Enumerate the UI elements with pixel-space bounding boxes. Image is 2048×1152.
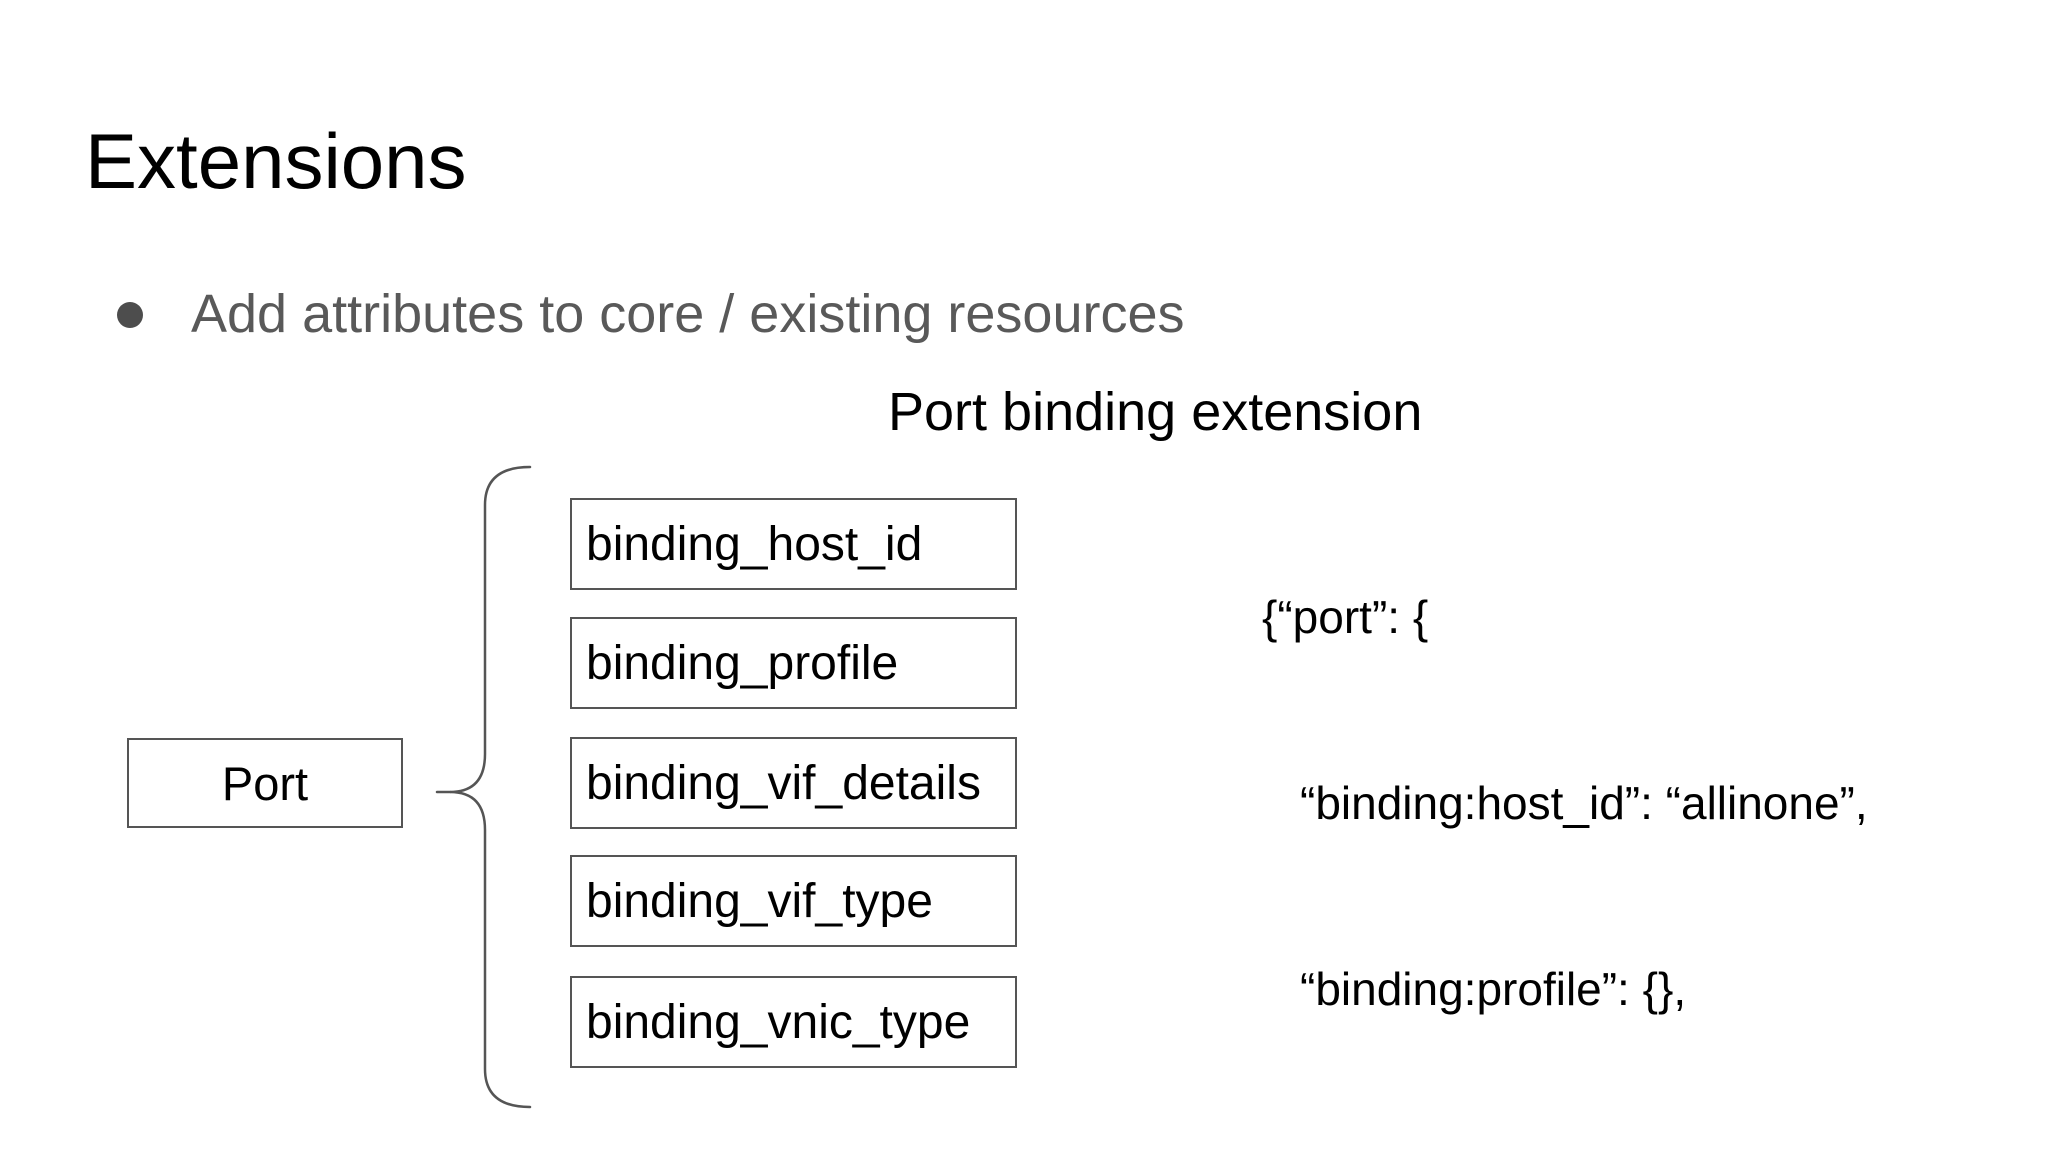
port-entity-box: Port [127,738,403,828]
bullet-dot-icon [117,301,143,328]
attribute-box-binding-vif-type: binding_vif_type [570,855,1017,947]
bullet-item: Add attributes to core / existing resour… [117,284,1185,344]
code-line: “binding:profile”: {}, [1300,963,1687,1015]
attribute-label: binding_vif_type [586,874,933,928]
attribute-label: binding_profile [586,636,899,690]
code-line: “binding:host_id”: “allinone”, [1300,777,1868,829]
attribute-label: binding_vif_details [586,756,981,810]
attribute-box-binding-vnic-type: binding_vnic_type [570,976,1017,1068]
attribute-box-binding-host-id: binding_host_id [570,498,1017,590]
code-line: “binding:vif_details”: { [1262,1144,1896,1152]
attribute-label: binding_vnic_type [586,995,971,1049]
curly-brace-icon [435,465,532,1109]
json-code-sample: {“port”: { “binding:host_id”: “allinone”… [1262,462,1896,1152]
port-entity-label: Port [221,756,309,810]
code-line: {“port”: { [1262,591,1429,643]
curly-brace-path [449,465,532,1109]
attribute-box-binding-profile: binding_profile [570,617,1017,709]
bullet-text: Add attributes to core / existing resour… [191,284,1185,344]
diagram-caption: Port binding extension [888,382,1423,442]
attribute-box-binding-vif-details: binding_vif_details [570,737,1017,829]
slide-title: Extensions [85,117,467,205]
attribute-label: binding_host_id [586,517,923,571]
